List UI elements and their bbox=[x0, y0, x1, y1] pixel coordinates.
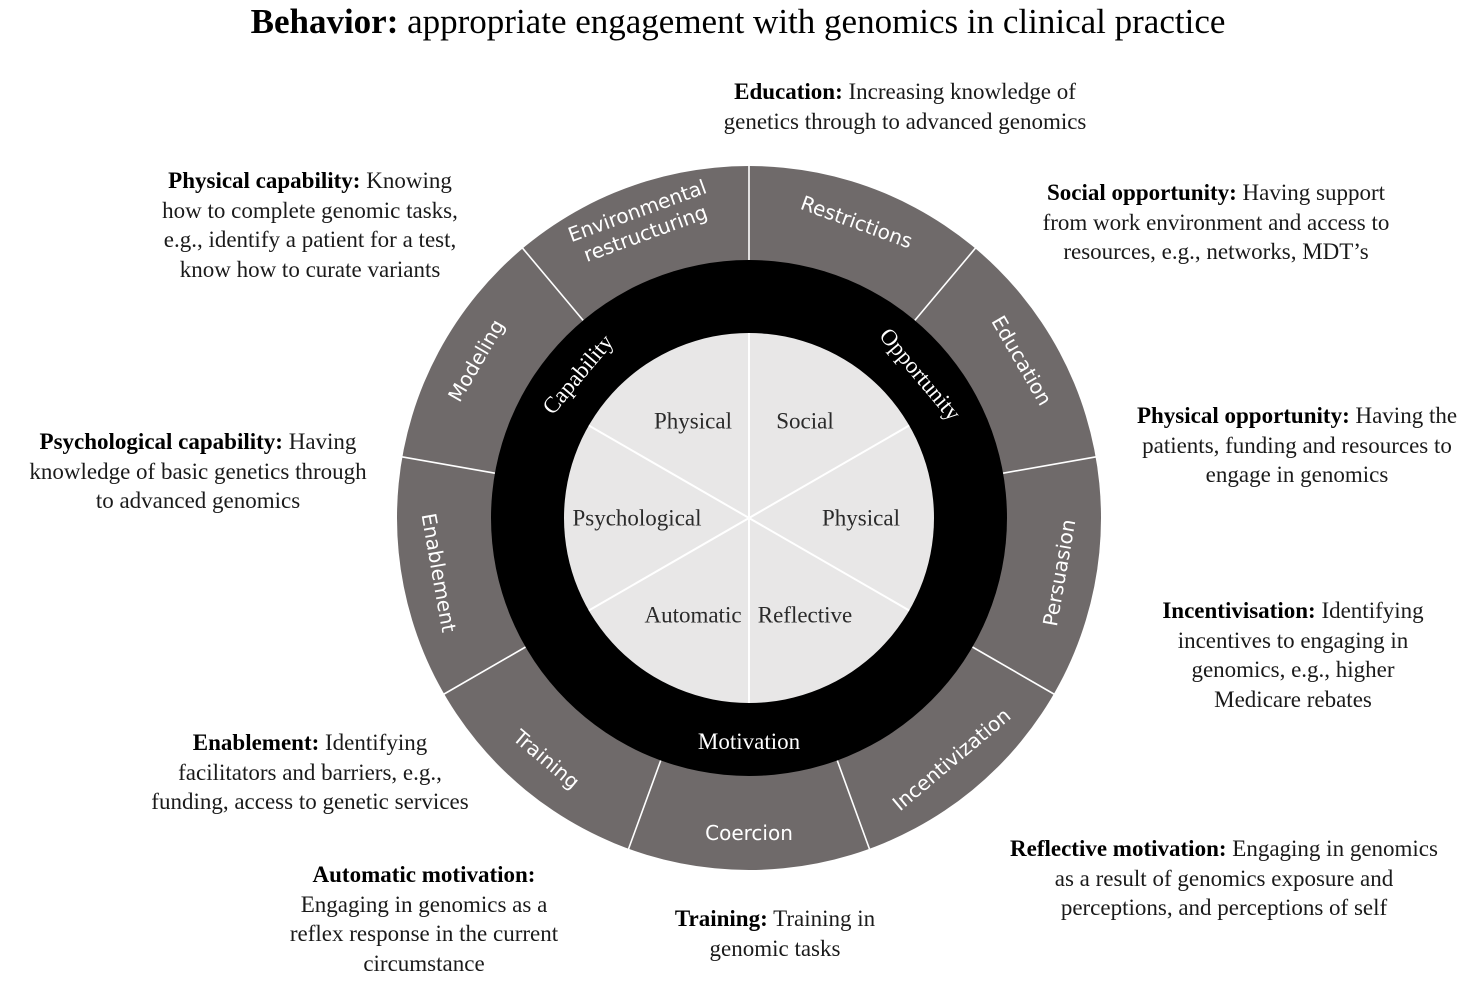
note-automatic-motivation: Automatic motivation: Engaging in genomi… bbox=[274, 860, 574, 978]
note-text: know how to curate variants bbox=[179, 256, 441, 282]
component-label-physical: Physical bbox=[654, 409, 732, 434]
note-heading: Incentivisation: bbox=[1162, 598, 1316, 623]
note-text: Increasing knowledge of bbox=[842, 79, 1076, 104]
note-text: Having the bbox=[1349, 403, 1458, 428]
note-text: resources, e.g., networks, MDT’s bbox=[1063, 239, 1369, 264]
note-text: how to complete genomic tasks, bbox=[162, 197, 458, 223]
intervention-dividers bbox=[400, 164, 1098, 851]
note-text: Engaging in genomics as a bbox=[300, 891, 548, 917]
note-heading: Education: bbox=[734, 79, 843, 104]
component-dividers bbox=[588, 333, 910, 703]
intervention-divider bbox=[836, 760, 871, 851]
note-text: patients, funding and resources to bbox=[1142, 432, 1452, 458]
note-text: genetics through to advanced genomics bbox=[723, 108, 1087, 134]
note-text: Having bbox=[282, 429, 357, 454]
component-label-reflective: Reflective bbox=[758, 603, 853, 628]
note-heading: Enablement: bbox=[192, 730, 320, 755]
intervention-divider bbox=[914, 246, 978, 321]
note-text: from work environment and access to bbox=[1042, 209, 1390, 235]
intervention-divider bbox=[972, 646, 1056, 696]
source-label-motivation: Motivation bbox=[698, 729, 801, 754]
note-physical-capability: Physical capability: Knowing how to comp… bbox=[120, 166, 500, 284]
figure-title: Behavior: appropriate engagement with ge… bbox=[0, 2, 1476, 42]
note-text: Training in bbox=[767, 906, 876, 931]
note-education: Education: Increasing knowledge of genet… bbox=[650, 77, 1160, 136]
note-incentivisation: Incentivisation: Identifying incentives … bbox=[1128, 596, 1458, 714]
note-physical-opportunity: Physical opportunity: Having the patient… bbox=[1118, 401, 1476, 490]
intervention-divider bbox=[400, 455, 496, 474]
note-text: Knowing bbox=[360, 168, 452, 193]
note-heading: Physical capability: bbox=[168, 168, 361, 193]
component-label-physical: Physical bbox=[822, 506, 900, 531]
intervention-divider bbox=[520, 246, 584, 321]
intervention-divider bbox=[627, 760, 662, 851]
note-heading: Social opportunity: bbox=[1047, 180, 1237, 205]
note-text: funding, access to genetic services bbox=[151, 789, 469, 814]
note-text: facilitators and barriers, e.g., bbox=[178, 759, 442, 785]
component-divider bbox=[588, 424, 910, 612]
intervention-label-line: Coercion bbox=[705, 821, 793, 845]
note-text: Medicare rebates bbox=[1214, 686, 1372, 712]
title-rest: appropriate engagement with genomics in … bbox=[398, 2, 1226, 41]
note-text: genomic tasks bbox=[709, 935, 841, 961]
note-heading: Reflective motivation: bbox=[1010, 836, 1227, 861]
note-social-opportunity: Social opportunity: Having support from … bbox=[1006, 178, 1426, 267]
note-psychological-capability: Psychological capability: Having knowled… bbox=[8, 427, 388, 516]
note-text: e.g., identify a patient for a test, bbox=[163, 227, 457, 252]
note-heading: Training: bbox=[674, 906, 768, 931]
note-text: as a result of genomics exposure and bbox=[1054, 865, 1394, 891]
note-text: reflex response in the current bbox=[289, 921, 559, 946]
note-text: Identifying bbox=[319, 730, 428, 755]
title-bold: Behavior: bbox=[250, 2, 399, 41]
note-enablement: Enablement: Identifying facilitators and… bbox=[130, 728, 490, 817]
component-label-psychological: Psychological bbox=[572, 506, 701, 531]
note-heading: Automatic motivation: bbox=[312, 862, 536, 887]
note-text: Engaging in genomics bbox=[1226, 836, 1438, 861]
note-text: engage in genomics bbox=[1205, 462, 1389, 487]
note-text: knowledge of basic genetics through bbox=[29, 458, 367, 484]
note-reflective-motivation: Reflective motivation: Engaging in genom… bbox=[974, 834, 1474, 923]
note-training: Training: Training in genomic tasks bbox=[640, 904, 910, 963]
note-text: genomics, e.g., higher bbox=[1191, 657, 1395, 682]
note-text: perceptions, and perceptions of self bbox=[1060, 895, 1388, 920]
note-heading: Physical opportunity: bbox=[1136, 403, 1350, 428]
note-heading: Psychological capability: bbox=[39, 429, 283, 454]
component-label-social: Social bbox=[776, 409, 834, 434]
intervention-divider bbox=[1002, 455, 1098, 474]
intervention-divider bbox=[442, 646, 526, 696]
note-text: Having support bbox=[1236, 180, 1385, 205]
note-text: Identifying bbox=[1315, 598, 1424, 623]
intervention-label-coercion: Coercion bbox=[705, 821, 793, 845]
note-text: circumstance bbox=[363, 950, 485, 976]
note-text: incentives to engaging in bbox=[1177, 627, 1409, 653]
note-text: to advanced genomics bbox=[95, 488, 301, 513]
component-label-automatic: Automatic bbox=[644, 603, 741, 628]
